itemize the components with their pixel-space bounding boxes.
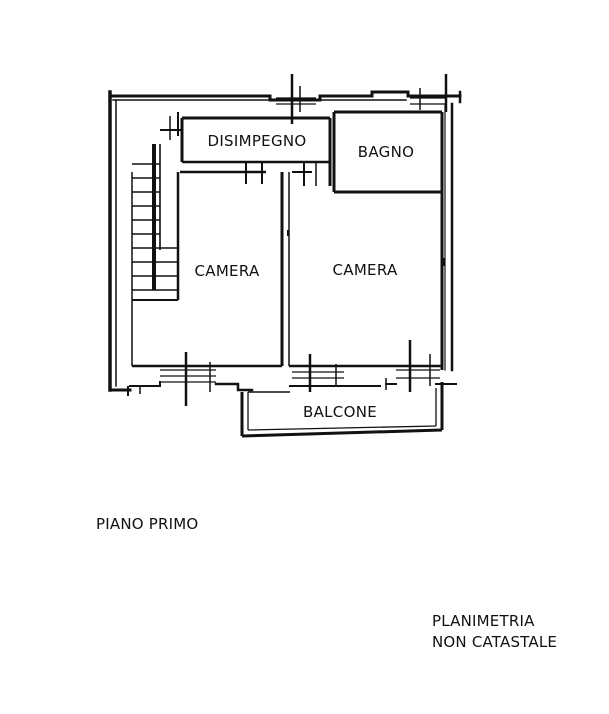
interior-walls xyxy=(131,110,444,370)
room-label-camera-left: CAMERA xyxy=(194,262,259,280)
floor-caption: PIANO PRIMO xyxy=(96,515,199,533)
exterior-walls xyxy=(108,90,462,392)
room-label-balcone: BALCONE xyxy=(303,403,377,421)
plan-type-line-2: NON CATASTALE xyxy=(432,633,558,651)
room-label-disimpegno: DISIMPEGNO xyxy=(207,132,306,150)
plan-type-line-1: PLANIMETRIA xyxy=(432,612,535,630)
staircase xyxy=(132,144,178,291)
openings xyxy=(127,74,448,406)
plan-type-caption: PLANIMETRIA NON CATASTALE xyxy=(432,611,557,653)
room-label-camera-right: CAMERA xyxy=(332,261,397,279)
balcony-outline xyxy=(240,382,444,438)
room-label-bagno: BAGNO xyxy=(358,143,414,161)
